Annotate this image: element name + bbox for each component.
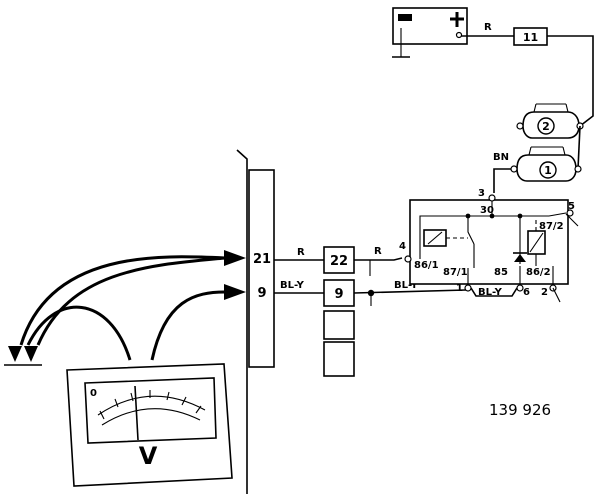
wire-9-relay: BL-Y [353, 280, 467, 306]
wire-9-left: BL-Y [274, 280, 324, 294]
fuse-label: 11 [523, 31, 538, 44]
relay-terminal-2: 2 [541, 287, 548, 298]
relay-terminal-87-2: 87/2 [539, 221, 564, 232]
relay-terminal-87-1: 87/1 [443, 267, 468, 278]
wire-color-r-21: R [297, 247, 305, 258]
wire-battery-fuse: R [461, 22, 514, 37]
meter-scale-ticks [99, 390, 202, 420]
wire-21: R [274, 247, 324, 261]
battery [392, 7, 468, 58]
test-lead-lower [26, 284, 246, 361]
connector-mid: 22 9 [323, 246, 355, 377]
relay-terminal-86-2: 86/2 [526, 267, 551, 278]
pin-22-label: 22 [330, 254, 348, 269]
relay-terminal-4: 4 [399, 241, 406, 252]
wire-color-bl-y-right: BL-Y [394, 280, 419, 291]
meter-needle [134, 385, 139, 441]
relay-unit: 3 30 5 87/2 4 86/1 87/1 85 86/2 1 6 2 [399, 188, 579, 303]
relay-terminal-30: 30 [480, 205, 494, 216]
pin-21-label: 21 [253, 252, 271, 267]
relay-terminal-6: 6 [523, 287, 530, 298]
switch-1-label: 1 [544, 164, 552, 177]
wire-fuse-switches [547, 35, 594, 127]
figure-number: 139 926 [489, 401, 551, 419]
switch-2-label: 2 [542, 120, 550, 133]
relay-terminal-85: 85 [494, 267, 508, 278]
relay-terminal-3: 3 [478, 188, 485, 199]
wire-color-bl-y-left: BL-Y [280, 280, 305, 291]
voltmeter: 0 V [66, 363, 233, 487]
relay-terminal-86-1: 86/1 [414, 260, 439, 271]
switch-2: 2 [516, 103, 584, 139]
wire-color-bl-y-relay: BL-Y [478, 287, 503, 298]
meter-unit: V [139, 442, 158, 470]
wire-bl-y-relay: BL-Y [470, 287, 518, 298]
connector-left: 21 9 [236, 149, 275, 494]
wire-color-r-22: R [374, 246, 382, 257]
switch-1: 1 [510, 146, 582, 182]
wire-switch-link [577, 125, 581, 170]
pin-9-mid-label: 9 [334, 287, 343, 302]
fuse: 11 [513, 27, 548, 46]
pin-9-left-label: 9 [257, 286, 266, 301]
wire-color-bn: BN [493, 152, 509, 163]
meter-scale-zero: 0 [90, 388, 97, 399]
relay-terminal-5: 5 [568, 201, 575, 212]
ground-probe-tips [4, 346, 42, 366]
wire-22-relay: R [354, 246, 403, 276]
wire-bn: BN [493, 152, 511, 193]
test-lead-upper [19, 250, 246, 346]
wire-color-r-battery: R [484, 22, 492, 33]
relay-terminal-1: 1 [456, 283, 463, 294]
